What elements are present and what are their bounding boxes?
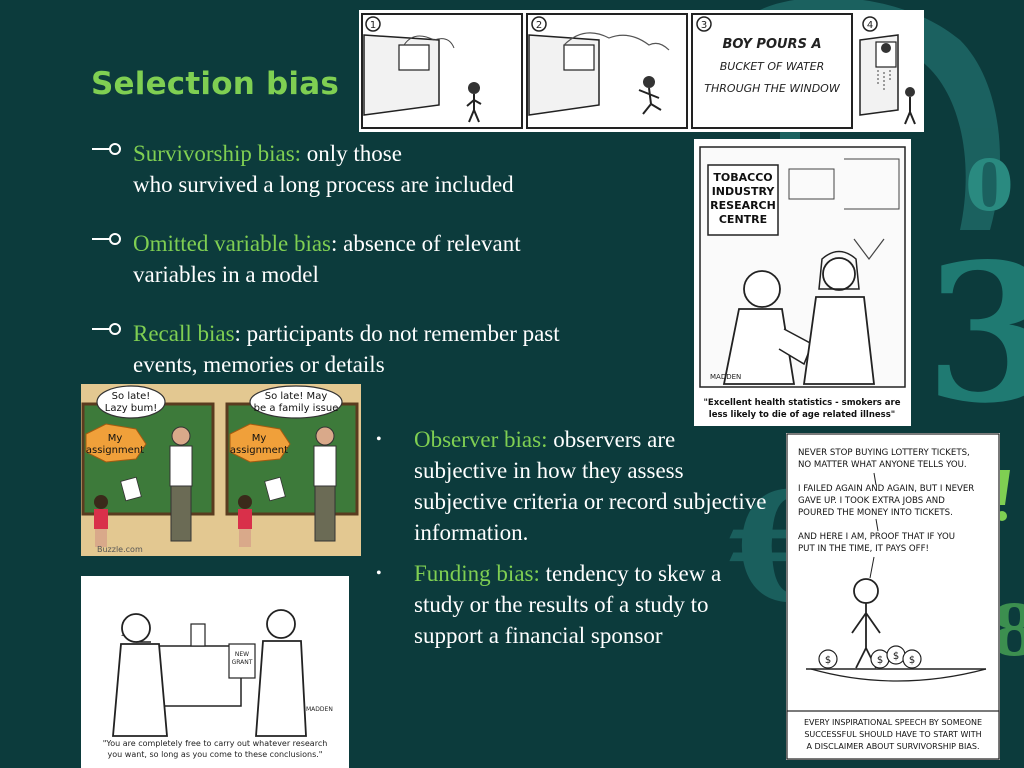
money-bag-icon-3: $: [893, 651, 899, 662]
research-paper-line-1: NEW: [235, 651, 249, 658]
deco-glyph-0: 0: [965, 144, 1014, 227]
survivorship-bias-text: only those: [301, 141, 402, 166]
bullet-dot-icon: •: [376, 431, 382, 448]
research-caption-line-1: "You are completely free to carry out wh…: [103, 739, 328, 748]
xkcd-top-line-6: AND HERE I AM, PROOF THAT IF YOU: [798, 532, 955, 542]
funding-bias-term: Funding bias:: [414, 561, 540, 586]
recall-bias-term: Recall bias: [133, 321, 235, 346]
research-signature: MADDEN: [306, 706, 333, 713]
xkcd-bottom-line-3: A DISCLAIMER ABOUT SURVIVORSHIP BIAS.: [807, 742, 980, 751]
tobacco-caption-line-2: less likely to die of age related illnes…: [709, 410, 895, 420]
money-bag-icon-2: $: [877, 655, 883, 666]
classroom-assignment-right-line-1: My: [252, 433, 267, 444]
survivorship-bias-term: Survivorship bias:: [133, 141, 302, 166]
tobacco-sign-line-4: CENTRE: [719, 213, 767, 226]
recall-bias-item: Recall bias: participants do not remembe…: [92, 318, 672, 380]
bullet-dot-icon: •: [376, 565, 382, 582]
classroom-assignment-left-line-1: My: [108, 433, 123, 444]
slide-title: Selection bias: [91, 66, 339, 102]
classroom-assignment-left-line-2: assignment: [86, 445, 144, 456]
xkcd-top-line-4: GAVE UP. I TOOK EXTRA JOBS AND: [798, 496, 945, 506]
omitted-variable-bias-term: Omitted variable bias: [133, 231, 331, 256]
classroom-assignment-right-line-2: assignment: [230, 445, 288, 456]
classroom-right-bubble-line-2: be a family issue: [254, 403, 339, 414]
research-grant-cartoon-image: NEW GRANT MADDEN "You are completely fre…: [81, 576, 349, 768]
funding-bias-item: • Funding bias: tendency to skew a study…: [374, 558, 774, 651]
tobacco-sign-line-3: RESEARCH: [710, 199, 776, 212]
xkcd-bottom-line-1: EVERY INSPIRATIONAL SPEECH BY SOMEONE: [804, 718, 982, 727]
classroom-left-bubble-line-1: So late!: [112, 391, 151, 402]
omitted-variable-bias-text-2: variables in a model: [133, 262, 319, 287]
omitted-variable-bias-item: Omitted variable bias: absence of releva…: [92, 228, 672, 290]
comic-panel-number-2: 2: [536, 20, 542, 31]
research-caption-line-2: you want, so long as you come to these c…: [108, 750, 323, 759]
recall-bias-text: : participants do not remember past: [234, 321, 560, 346]
survivorship-bias-item: Survivorship bias: only those who survive…: [92, 138, 672, 200]
comic-caption-line-3: THROUGH THE WINDOW: [704, 82, 841, 95]
tobacco-sign-line-1: TOBACCO: [713, 171, 772, 184]
dash-circle-bullet-icon: [92, 323, 121, 335]
survivorship-xkcd-cartoon-image: NEVER STOP BUYING LOTTERY TICKETS, NO MA…: [786, 433, 1000, 760]
tobacco-signature: MADDEN: [710, 373, 741, 381]
recall-bias-text-2: events, memories or details: [133, 352, 385, 377]
classroom-right-bubble-line-1: So late! May: [265, 391, 328, 402]
tobacco-caption-line-1: "Excellent health statistics - smokers a…: [704, 398, 901, 408]
xkcd-top-line-1: NEVER STOP BUYING LOTTERY TICKETS,: [798, 448, 970, 458]
dash-circle-bullet-icon: [92, 233, 121, 245]
xkcd-top-line-5: POURED THE MONEY INTO TICKETS.: [798, 508, 953, 518]
funding-bias-text: tendency to skew a study or the results …: [414, 561, 722, 648]
comic-panel-number-4: 4: [867, 20, 873, 31]
observer-bias-term: Observer bias:: [414, 427, 548, 452]
xkcd-top-line-2: NO MATTER WHAT ANYONE TELLS YOU.: [798, 460, 967, 470]
observer-bias-item: • Observer bias: observers are subjectiv…: [374, 424, 774, 548]
money-bag-icon-4: $: [909, 655, 915, 666]
comic-panel-4: 4: [858, 10, 924, 132]
classroom-left-bubble-line-2: Lazy bum!: [105, 403, 157, 414]
tobacco-research-cartoon-image: TOBACCO INDUSTRY RESEARCH CENTRE MADDEN …: [694, 139, 911, 426]
comic-caption-line-1: BOY POURS A: [722, 37, 821, 52]
research-paper-line-2: GRANT: [232, 659, 253, 666]
survivorship-bias-text-2: who survived a long process are included: [133, 172, 514, 197]
observer-bias-text: observers are subjective in how they ass…: [414, 427, 767, 545]
omitted-variable-bias-text: : absence of relevant: [331, 231, 521, 256]
comic-strip-image: 1 2 3 BOY POURS A BUCKET OF WATER THROUG…: [359, 10, 859, 132]
xkcd-top-line-7: PUT IN THE TIME, IT PAYS OFF!: [798, 544, 929, 554]
comic-panel-number-3: 3: [701, 20, 707, 31]
xkcd-top-line-3: I FAILED AGAIN AND AGAIN, BUT I NEVER: [798, 484, 974, 494]
tobacco-sign-line-2: INDUSTRY: [712, 185, 776, 198]
dash-circle-bullet-icon: [92, 143, 121, 155]
classroom-cartoon-image: So late! Lazy bum! So late! May be a fam…: [81, 384, 361, 556]
deco-glyph-3: 3: [925, 222, 1024, 445]
xkcd-bottom-line-2: SUCCESSFUL SHOULD HAVE TO START WITH: [804, 730, 981, 739]
classroom-watermark: Buzzle.com: [97, 545, 143, 554]
comic-panel-number-1: 1: [370, 20, 376, 31]
comic-caption-line-2: BUCKET OF WATER: [720, 60, 825, 73]
money-bag-icon-1: $: [825, 655, 831, 666]
bias-bullet-list: • Observer bias: observers are subjectiv…: [374, 424, 774, 661]
